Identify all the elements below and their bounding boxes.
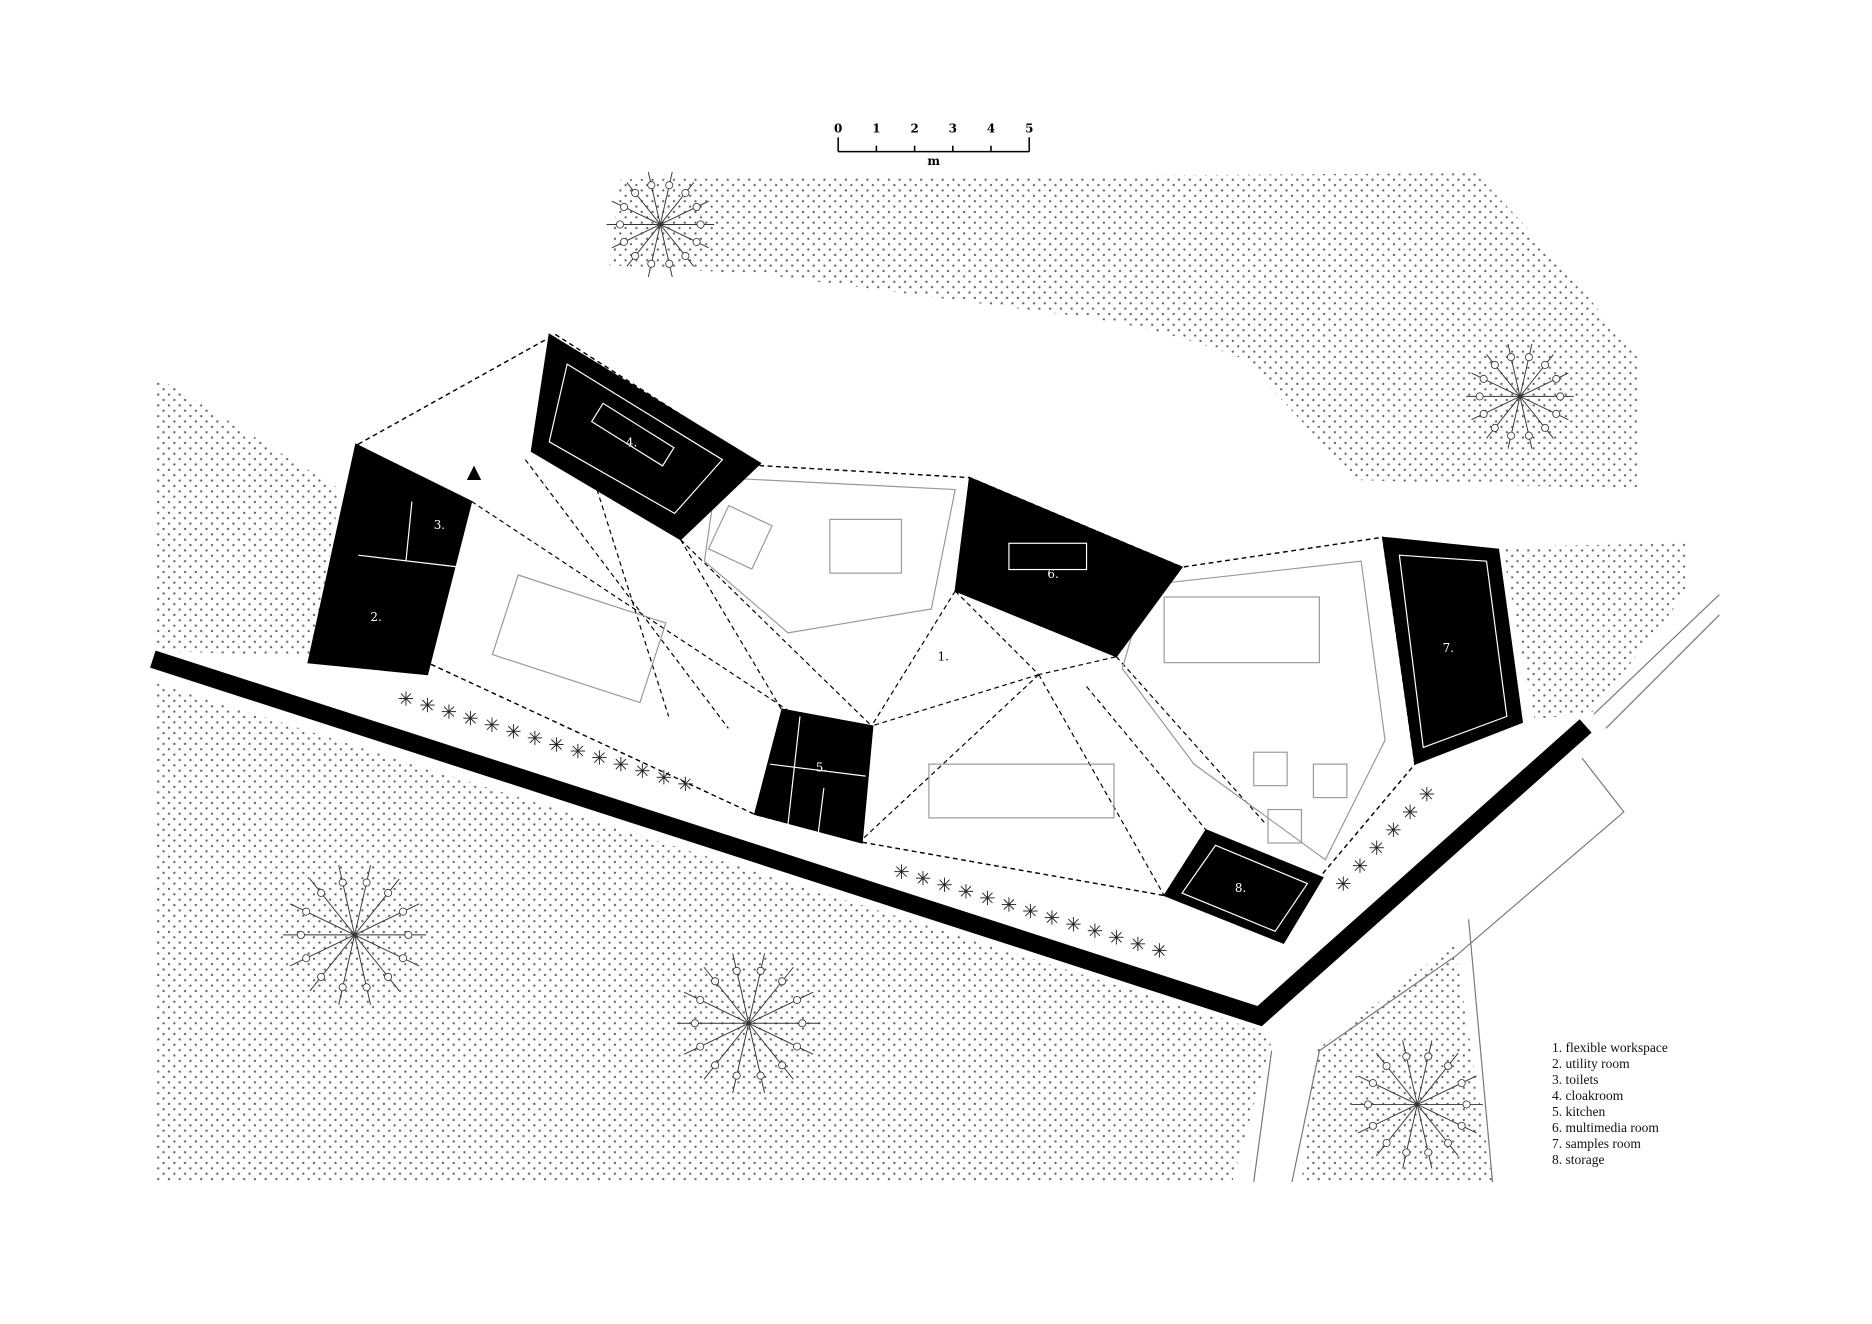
scale-tick-3: 3 [949, 122, 957, 136]
room-label-7: 7. [1443, 641, 1454, 655]
scale-tick-2: 2 [910, 122, 918, 136]
tree-icon [676, 953, 821, 1094]
room-legend: 1. flexible workspace 2. utility room 3.… [1552, 1040, 1668, 1168]
shrub-icon [570, 743, 586, 759]
legend-item: 3. toilets [1552, 1072, 1599, 1087]
room-label-5: 5. [816, 760, 827, 774]
tree-icon [606, 171, 715, 277]
room-label-6: 6. [1047, 567, 1058, 581]
shrub-icon [398, 691, 414, 706]
shrub-icon [635, 763, 650, 778]
shrub-icon [613, 756, 629, 772]
shrub-icon [980, 890, 995, 906]
shrub-icon [937, 877, 952, 892]
shrub-icon [1109, 930, 1124, 945]
scale-tick-1: 1 [872, 122, 880, 136]
boundary-wall [150, 650, 1592, 1027]
tree-icon [282, 864, 427, 1005]
interior-dashed-grid [471, 459, 1267, 896]
shrub-icon [915, 871, 931, 886]
room-8-storage [1163, 829, 1324, 945]
legend-item: 7. samples room [1552, 1136, 1641, 1151]
shrub-icon [1044, 910, 1060, 925]
shrub-icon [1352, 858, 1368, 873]
shrub-icon [958, 884, 974, 899]
landscape-left [155, 376, 341, 657]
tree-icon [1351, 1040, 1483, 1169]
legend-item: 5. kitchen [1552, 1104, 1606, 1119]
legend-item: 8. storage [1552, 1152, 1605, 1167]
legend-item: 6. multimedia room [1552, 1120, 1659, 1135]
landscape-top [608, 173, 1639, 490]
room-label-1: 1. [938, 649, 949, 663]
trees [282, 171, 1574, 1169]
shrub-icon [1023, 903, 1038, 919]
shrub-icon [1066, 916, 1081, 932]
scale-bar [837, 137, 1031, 153]
room-5-kitchen [753, 708, 874, 844]
scale-tick-0: 0 [834, 122, 842, 136]
room-label-8: 8. [1235, 881, 1246, 895]
scale-tick-5: 5 [1025, 122, 1033, 136]
room-4-cloakroom [530, 333, 762, 541]
room-details [358, 363, 1508, 933]
landscape-bottom-right [1301, 943, 1493, 1183]
shrub-icon [1419, 786, 1434, 802]
shrub-icon [527, 730, 543, 746]
legend-item: 2. utility room [1552, 1056, 1630, 1071]
landscape-bottom [155, 682, 1272, 1183]
shrub-icon [678, 776, 693, 792]
entrance-arrow-icon [466, 465, 482, 480]
shrub-icon [1369, 840, 1384, 855]
scale-unit: m [927, 154, 940, 168]
shrub-icon [894, 864, 909, 879]
room-6-multimedia [954, 476, 1183, 658]
scale-tick-4: 4 [987, 122, 995, 136]
room-7-samples [1381, 536, 1524, 765]
shrub-icon [656, 770, 672, 785]
shrub-icon [1152, 943, 1167, 958]
shrub-icon [420, 697, 435, 713]
shrub-icon [1336, 876, 1351, 891]
shrub-icon [592, 750, 607, 765]
room-blocks [307, 333, 1524, 945]
shrub-icon [484, 717, 500, 732]
shrub-icon [1087, 923, 1103, 938]
landscape-right [1502, 543, 1686, 719]
shrub-icon [441, 704, 457, 719]
room-label-3: 3. [434, 518, 445, 532]
shrub-icon [463, 711, 478, 726]
room-label-4: 4. [626, 436, 637, 450]
room-label-2: 2. [370, 610, 381, 624]
footpath [1253, 594, 1720, 1183]
shrub-icon [1001, 897, 1017, 912]
tree-icon [1466, 343, 1574, 449]
shrub-icon [549, 737, 564, 752]
shrub-icon [1130, 936, 1146, 952]
legend-item: 4. cloakroom [1552, 1088, 1624, 1103]
shrub-icon [1386, 822, 1401, 837]
shrub-icon [506, 724, 521, 739]
workspace-zones [491, 476, 1386, 861]
legend-item: 1. flexible workspace [1552, 1040, 1668, 1055]
shrub-icon [1402, 804, 1418, 820]
